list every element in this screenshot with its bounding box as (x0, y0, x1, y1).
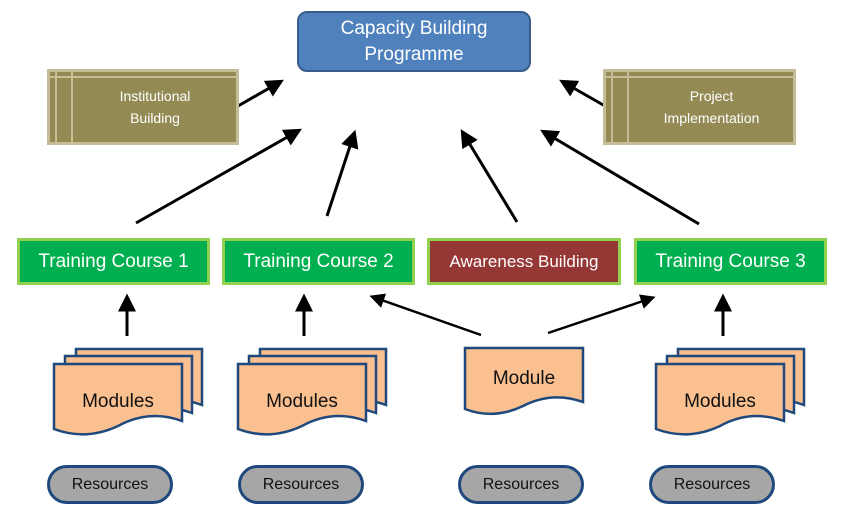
project-implementation-label: Project Implementation (663, 88, 760, 126)
arrow-institutional-to-programme (237, 79, 284, 108)
resources-label-3: Resources (482, 475, 560, 493)
modules-label-2: Modules (266, 391, 338, 412)
training-course-2-label: Training Course 2 (243, 250, 394, 272)
modules-label-1: Modules (82, 391, 154, 412)
training-course-3-label: Training Course 3 (655, 250, 806, 272)
arrow-project-to-programme (559, 79, 606, 108)
training-course-3-box: Training Course 3 (634, 238, 827, 285)
box-rule (606, 76, 793, 78)
modules-label-4: Modules (684, 391, 756, 412)
box-rule (627, 72, 629, 142)
arrow-module-to-course3 (547, 294, 656, 335)
resources-pill-3: Resources (458, 465, 584, 504)
awareness-building-label: Awareness Building (449, 251, 599, 271)
arrow-course3-to-programme (540, 129, 700, 226)
arrow-course1-to-programme (135, 128, 302, 225)
box-rule (55, 72, 57, 142)
box-rule (611, 72, 613, 142)
training-course-2-box: Training Course 2 (222, 238, 415, 285)
resources-pill-1: Resources (47, 465, 173, 504)
resources-pill-4: Resources (649, 465, 775, 504)
training-course-1-label: Training Course 1 (38, 250, 189, 272)
programme-label: Capacity Building Programme (340, 17, 488, 65)
resources-label-4: Resources (673, 475, 751, 493)
modules-stack-1: Modules (52, 347, 204, 436)
box-rule (50, 76, 236, 78)
arrow-course2-to-programme (325, 129, 359, 217)
institutional-building-label: Institutional Building (119, 88, 191, 126)
box-rule (71, 72, 73, 142)
resources-label-1: Resources (71, 475, 149, 493)
resources-pill-2: Resources (238, 465, 364, 504)
awareness-building-box: Awareness Building (427, 238, 621, 285)
module-single: Module (463, 346, 585, 415)
module-label: Module (493, 368, 555, 389)
resources-label-2: Resources (262, 475, 340, 493)
arrow-awareness-to-programme (460, 129, 519, 223)
capacity-building-programme-box: Capacity Building Programme (297, 11, 531, 72)
modules-stack-4: Modules (654, 347, 806, 436)
project-implementation-box: Project Implementation (603, 69, 796, 145)
arrow-module-to-course2 (369, 293, 482, 337)
training-course-1-box: Training Course 1 (17, 238, 210, 285)
modules-stack-2: Modules (236, 347, 388, 436)
institutional-building-box: Institutional Building (47, 69, 239, 145)
